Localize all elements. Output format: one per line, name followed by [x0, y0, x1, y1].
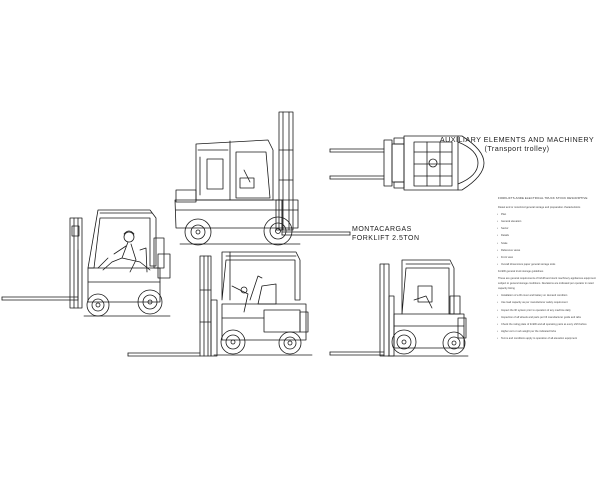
list-item: General elevation [497, 219, 598, 224]
forklift-electric-icon [127, 251, 313, 357]
list-item: Sector [497, 226, 598, 231]
forklift-operator-icon [1, 209, 171, 317]
model-label-line1: MONTACARGAS [352, 226, 412, 233]
model-label: MONTACARGAS FORKLIFT 2.5TON [352, 225, 420, 243]
model-label-line2: FORKLIFT 2.5TON [352, 235, 420, 242]
notes-para: Forklift general truck storage guideline… [498, 269, 544, 273]
list-item: Use load capacity as per manufacturer sa… [497, 300, 598, 305]
forklift-compact-icon [329, 259, 469, 357]
list-item: Installation of a lift cover and battery… [497, 293, 598, 298]
forklift-diesel-cab-icon [174, 111, 351, 246]
list-item: Overall dimensions paper general storage… [497, 262, 598, 267]
list-item: Plan [497, 212, 598, 217]
notes-list-b: Installation of a lift cover and battery… [497, 293, 598, 341]
list-item: Details [497, 233, 598, 238]
list-item: Reference views [497, 248, 598, 253]
list-item: Terms and conditions apply to operation … [497, 336, 598, 341]
notes-para2: These are general requirements of forkli… [498, 277, 596, 291]
list-item: Higher cert or sub weight per the indica… [497, 329, 598, 334]
forklift-plan-icon [329, 135, 485, 191]
list-item: Scale [497, 241, 598, 246]
list-item: Inspection of all wheels and parts per l… [497, 315, 598, 320]
notes-header: FORKLIFTS ANDE ELECTRICAL TRUCK STOCK DE… [498, 196, 588, 200]
notes-intro: Diesel and or motorized general storage … [498, 206, 581, 210]
sheet-title-line1: AUXILIARY ELEMENTS AND MACHINERY [439, 135, 595, 144]
list-item: Check the rating plate of forklift and a… [497, 322, 598, 327]
list-item: Inspect the lift system prior to operati… [497, 308, 598, 313]
list-item: Front view [497, 255, 598, 260]
sheet-title-line2: (Transport trolley) [484, 143, 550, 153]
sheet-title: AUXILIARY ELEMENTS AND MACHINERY (Transp… [437, 135, 597, 153]
notes-block: FORKLIFTS ANDE ELECTRICAL TRUCK STOCK DE… [497, 196, 598, 343]
notes-list-a: Plan General elevation Sector Details Sc… [497, 212, 598, 267]
